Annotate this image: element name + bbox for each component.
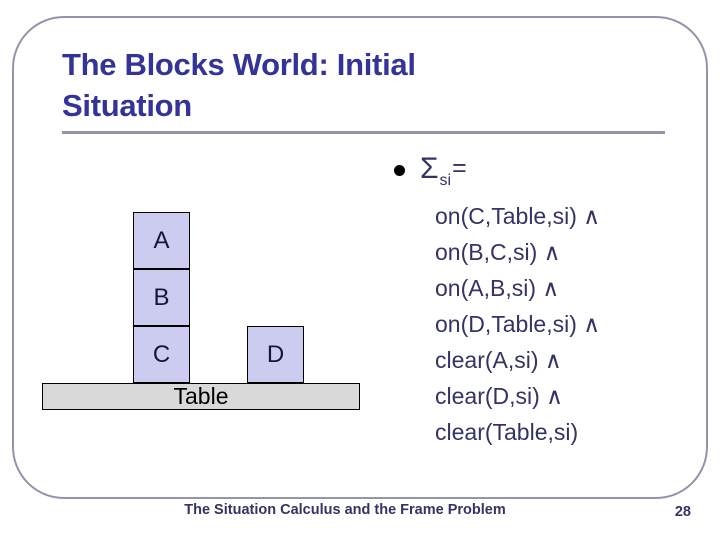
formula-line: on(C,Table,si) ∧ [435,203,601,229]
formula-line: clear(Table,si) [435,419,579,445]
block-D: D [247,326,304,383]
block-B-label: B [153,283,170,311]
page-number: 28 [674,504,691,520]
title-divider [62,131,665,134]
formula-line: on(B,C,si) ∧ [435,239,561,265]
table-surface: Table [42,383,360,410]
block-C-label: C [152,340,171,368]
formula-line: clear(A,si) ∧ [435,347,562,373]
sigma-subscript: si [439,172,452,189]
formula-lines: on(C,Table,si) ∧ on(B,C,si) ∧ on(A,B,si)… [435,198,600,450]
block-B: B [133,269,190,326]
block-A-label: A [153,226,170,254]
page-title: The Blocks World: Initial Situation [62,47,416,123]
formula-line: clear(D,si) ∧ [435,383,564,409]
table-label: Table [173,383,229,409]
slide-border-frame [12,16,708,499]
formula-line: on(D,Table,si) ∧ [435,311,601,337]
sigma-symbol: Σ [420,152,439,185]
equals-sign: = [452,154,467,182]
formula-sigma-header: Σsi= [420,152,467,190]
block-D-label: D [266,340,285,368]
block-A: A [133,212,190,269]
formula-line: on(A,B,si) ∧ [435,275,560,301]
footer-title: The Situation Calculus and the Frame Pro… [184,502,506,518]
block-C: C [133,326,190,383]
bullet-icon [394,165,405,176]
